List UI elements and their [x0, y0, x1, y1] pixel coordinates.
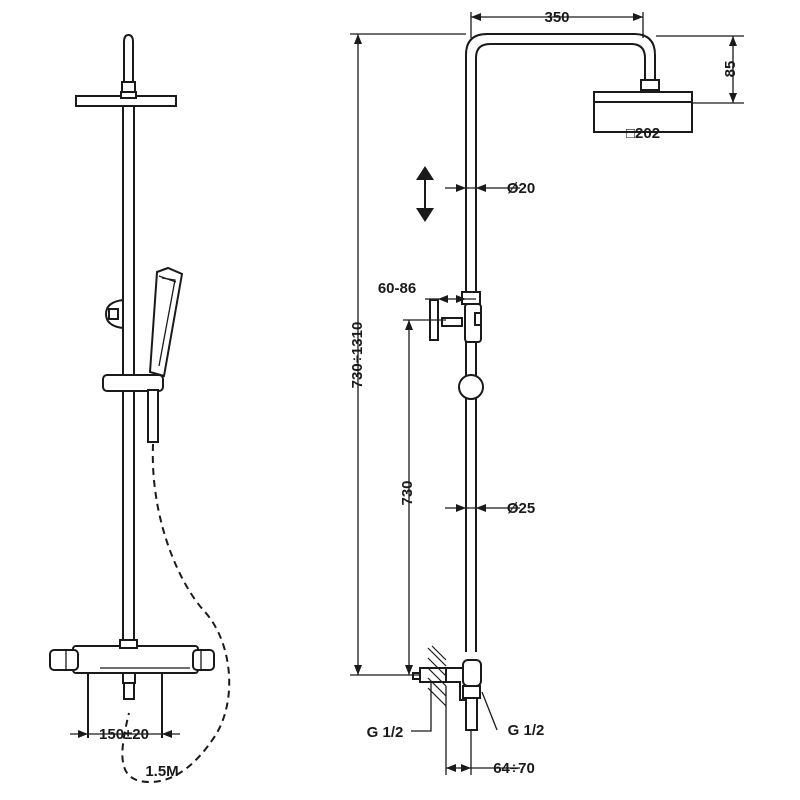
total-height-dimension — [350, 33, 466, 676]
front-hand-shower — [148, 266, 184, 378]
top-width-dimension — [470, 12, 644, 38]
inlet-spacing-label: 64÷70 — [493, 760, 535, 777]
front-hose — [121, 443, 231, 784]
head-height-dimension — [656, 35, 744, 104]
inlet-right-leader — [481, 691, 498, 731]
side-bracket-collar — [461, 291, 481, 305]
mixer-spacing-arrow-right — [162, 730, 172, 738]
front-hose-outlet — [122, 672, 136, 684]
front-view — [49, 33, 231, 784]
side-inlet-tail — [465, 697, 478, 731]
front-mixer-body — [72, 645, 199, 674]
inlet-left-leader — [411, 682, 432, 732]
front-mixer-center-block — [119, 639, 138, 649]
lower-diameter-label: Ø25 — [507, 500, 535, 517]
front-mixer-left-knob — [49, 649, 79, 671]
front-wall-bracket — [104, 299, 124, 329]
side-view — [412, 33, 693, 731]
upper-diameter-dimension — [445, 184, 520, 192]
mixer-spacing-label: 150±20 — [99, 726, 149, 743]
head-size-label: □202 — [626, 125, 660, 142]
side-overhead-shower-body — [593, 101, 693, 133]
head-height-label: 85 — [722, 61, 739, 78]
bracket-range-label: 60-86 — [378, 280, 416, 297]
inlet-right-label: G 1/2 — [508, 722, 545, 739]
front-head-connector — [120, 91, 137, 99]
front-head-arm — [123, 33, 134, 85]
front-hose-nut — [123, 682, 135, 700]
front-hand-shower-grip — [147, 389, 159, 443]
side-bracket-screw — [441, 317, 463, 327]
side-riser-outer — [465, 33, 656, 652]
height-adjust-arrow-icon — [416, 166, 434, 222]
bracket-range-dimension — [425, 295, 476, 303]
lower-height-label: 730 — [399, 480, 416, 505]
side-mixer-body — [462, 659, 482, 687]
side-head-joint — [640, 79, 660, 91]
hose-length-label: 1.5M — [145, 763, 178, 780]
side-slider-ball — [458, 374, 484, 400]
lower-height-dimension — [403, 319, 446, 675]
inlet-spacing-dimension — [445, 686, 520, 775]
total-height-label: 730÷1310 — [349, 322, 366, 389]
front-slide-holder — [102, 374, 164, 392]
side-bracket-knob — [474, 312, 482, 326]
upper-diameter-label: Ø20 — [507, 180, 535, 197]
side-inlet-nut — [462, 685, 481, 699]
lower-diameter-dimension — [445, 504, 520, 512]
side-wall-outlet — [419, 667, 447, 683]
inlet-left-label: G 1/2 — [367, 724, 404, 741]
mixer-spacing-arrow-left — [78, 730, 88, 738]
top-width-label: 350 — [544, 9, 569, 26]
side-overhead-shower-top — [593, 91, 693, 103]
front-hand-shower-stripe — [158, 275, 177, 283]
front-bracket-knob — [108, 308, 119, 320]
front-mixer-right-knob — [192, 649, 215, 671]
side-riser-inner — [475, 43, 646, 652]
